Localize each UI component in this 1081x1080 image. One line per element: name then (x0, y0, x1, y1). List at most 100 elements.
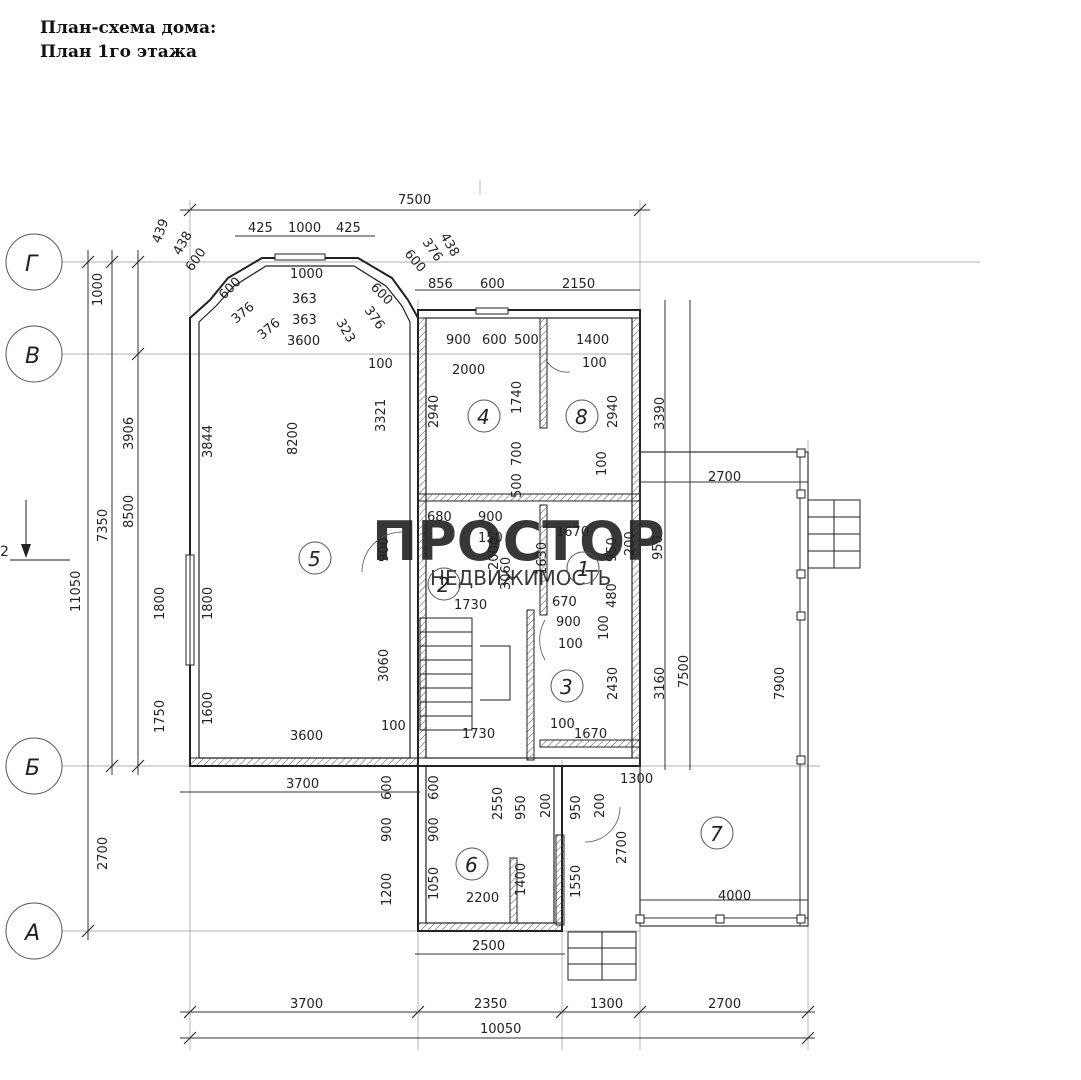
dim-text: 2150 (562, 277, 595, 292)
section-mark: 2 (0, 500, 70, 561)
dim-text: 425 (248, 221, 273, 236)
dim-text: 10050 (480, 1022, 521, 1037)
dim-text: 1800 (201, 587, 216, 620)
dim-text: 900 (478, 510, 503, 525)
dim-text: 439 (150, 217, 173, 245)
dim-top-total: 7500 (398, 193, 431, 208)
axis-g-marker: Г (5, 233, 63, 291)
dim-text: 670 (552, 595, 577, 610)
dim-text: 100 (368, 357, 393, 372)
dim-text: 2700 (96, 837, 111, 870)
dim-text: 7900 (773, 667, 788, 700)
svg-text:2: 2 (0, 544, 9, 560)
dim-text: 100 (550, 717, 575, 732)
dim-text: 900 (556, 615, 581, 630)
dim-text: 7350 (96, 509, 111, 542)
room-5-label: 5 (308, 547, 321, 571)
dim-text: 8500 (122, 495, 137, 528)
staircase (419, 617, 511, 731)
dim-text: 363 (292, 313, 317, 328)
svg-text:А: А (23, 921, 40, 946)
dim-text: 2940 (606, 395, 621, 428)
dim-text: 200 (623, 531, 638, 556)
dim-text: 150 (478, 531, 503, 546)
dim-text: 1000 (288, 221, 321, 236)
dim-text: 900 (377, 537, 392, 562)
dim-text: 600 (482, 333, 507, 348)
dim-text: 3844 (201, 425, 216, 458)
svg-text:В: В (25, 344, 40, 369)
svg-text:Г: Г (25, 252, 39, 277)
dim-text: 2000 (452, 363, 485, 378)
dim-text: 1750 (153, 700, 168, 733)
dim-text: 376 (229, 300, 258, 327)
vertical-dimension-texts: 1000 3906 8500 7350 11050 3844 8200 1800… (69, 273, 788, 906)
plan-subtitle: План 1го этажа (40, 42, 198, 62)
dim-text: 100 (582, 356, 607, 371)
dim-text: 480 (605, 583, 620, 608)
dim-text: 1670 (556, 525, 589, 540)
room-3-label: 3 (560, 675, 573, 699)
dim-text: 3700 (290, 997, 323, 1012)
dim-text: 900 (380, 817, 395, 842)
dim-text: 950 (651, 535, 666, 560)
dim-text: 500 (514, 333, 539, 348)
dim-text: 100 (381, 719, 406, 734)
dimension-texts: 7500 425 1000 425 1000 363 363 3600 856 … (248, 193, 751, 1037)
dim-text: 1550 (569, 865, 584, 898)
dim-text: 7500 (677, 655, 692, 688)
axis-a-marker: А (5, 902, 63, 960)
dim-text: 376 (255, 316, 284, 343)
plan-title: План-схема дома: (40, 18, 217, 38)
dim-text: 900 (446, 333, 471, 348)
dim-text: 2430 (606, 667, 621, 700)
dim-text: 1730 (454, 598, 487, 613)
dim-text: 1400 (576, 333, 609, 348)
dim-text: 8200 (286, 422, 301, 455)
dimension-lines (87, 209, 815, 1039)
axis-b-marker: Б (5, 737, 63, 795)
dim-text: 2700 (708, 470, 741, 485)
dim-text: 100 (595, 451, 610, 476)
dim-text: 2500 (472, 939, 505, 954)
dim-text: 3060 (377, 649, 392, 682)
dim-text: 3600 (290, 729, 323, 744)
axis-markers: Г В Б А 2 (0, 233, 70, 960)
dim-text: 1200 (380, 873, 395, 906)
dim-text: 100 (597, 615, 612, 640)
room-8-label: 8 (575, 405, 588, 429)
dim-text: 2200 (466, 891, 499, 906)
dim-text: 2700 (708, 997, 741, 1012)
room-1-label: 1 (577, 557, 590, 581)
watermark-brand: ПРОСТОР (372, 510, 665, 573)
dim-text: 950 (514, 795, 529, 820)
dim-text: 900 (427, 817, 442, 842)
dim-text: 600 (427, 775, 442, 800)
dimension-ticks (81, 203, 815, 1045)
dim-text: 2000 (487, 537, 502, 570)
room-4-label: 4 (477, 405, 490, 429)
dim-text: 1740 (510, 381, 525, 414)
dim-text: 1400 (514, 863, 529, 896)
axis-v-marker: В (5, 325, 63, 383)
dim-text: 4000 (718, 889, 751, 904)
dim-text: 680 (427, 510, 452, 525)
dim-text: 600 (380, 775, 395, 800)
terrace-steps (567, 499, 861, 981)
dim-text: 3906 (122, 417, 137, 450)
dim-text: 1300 (620, 772, 653, 787)
walls (185, 253, 809, 932)
dim-text: 1000 (91, 273, 106, 306)
dim-text: 2940 (427, 395, 442, 428)
dim-text: 1730 (462, 727, 495, 742)
dim-text: 2350 (474, 997, 507, 1012)
dim-text: 100 (558, 637, 583, 652)
dim-text: 2700 (615, 831, 630, 864)
room-2-label: 2 (437, 573, 450, 597)
dim-text: 363 (292, 292, 317, 307)
watermark: ПРОСТОР НЕДВИЖИМОСТЬ (372, 510, 665, 590)
room-labels: 5 4 8 1 2 3 6 7 (298, 399, 734, 881)
dim-text: 11050 (69, 571, 84, 612)
dim-text: 1630 (535, 542, 550, 575)
